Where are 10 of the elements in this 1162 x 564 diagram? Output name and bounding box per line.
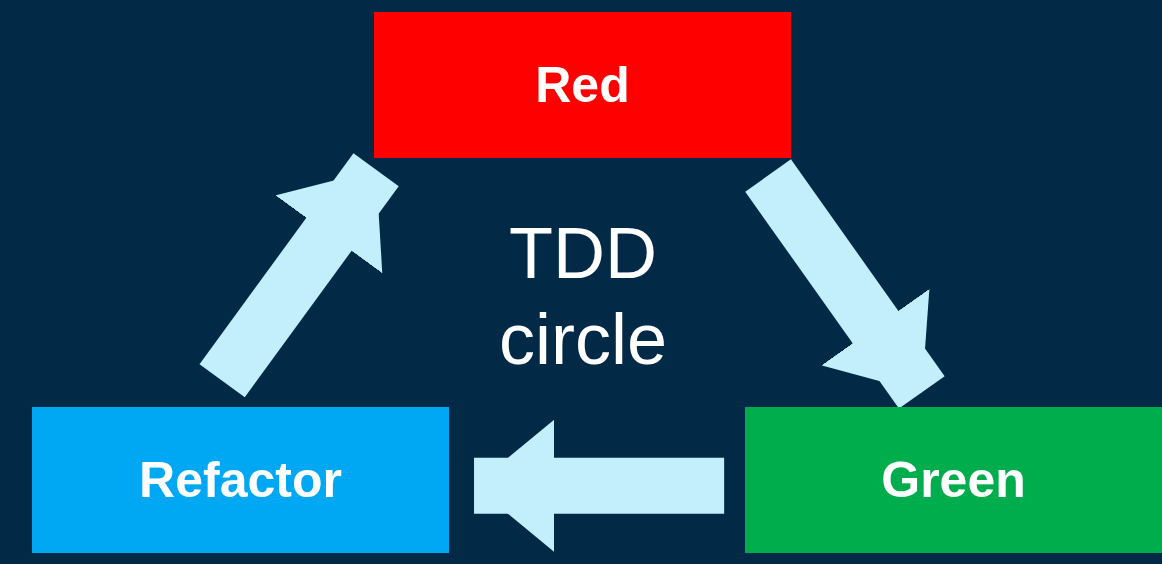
block-arrow xyxy=(199,153,399,398)
process-box xyxy=(745,407,1162,553)
box-label: Green xyxy=(881,451,1026,509)
box-label: Red xyxy=(535,56,630,114)
block-arrow xyxy=(474,419,725,552)
box-label: Refactor xyxy=(139,451,342,509)
process-box xyxy=(32,407,449,553)
block-arrow xyxy=(745,159,945,409)
process-box xyxy=(374,12,791,158)
center-label: TDD circle xyxy=(498,212,668,381)
